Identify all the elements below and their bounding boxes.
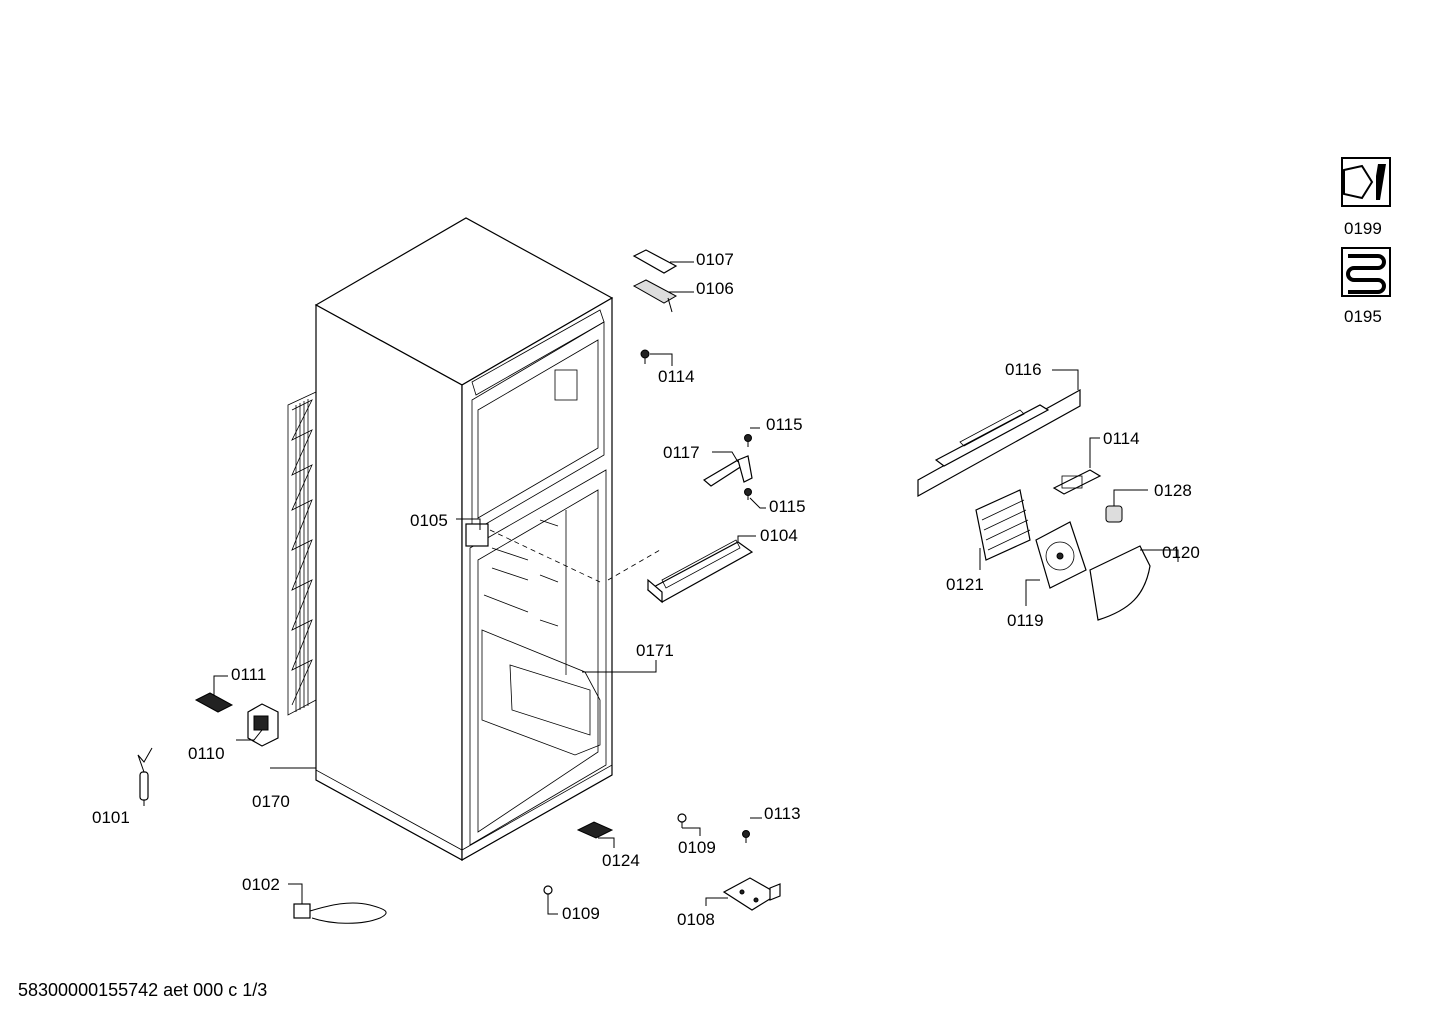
foot-0124 [576, 821, 614, 839]
hinge-bracket-0117 [702, 455, 753, 487]
fridge-cabinet [314, 217, 614, 862]
label-0115-lower: 0115 [769, 497, 806, 516]
label-0116: 0116 [1005, 360, 1042, 379]
label-0101: 0101 [92, 808, 130, 827]
sensor-0101 [137, 747, 153, 801]
bracket-0105 [465, 523, 489, 547]
label-0195: 0195 [1344, 307, 1382, 326]
condenser-coil [287, 391, 317, 716]
screw-0114-top [640, 349, 650, 364]
cover-0120 [1089, 545, 1151, 621]
label-0105: 0105 [410, 511, 448, 530]
control-panel-0116 [917, 388, 1081, 498]
label-0102: 0102 [242, 875, 280, 894]
label-0108: 0108 [677, 910, 715, 929]
hinge-cover-0107 [632, 249, 678, 274]
label-0115-upper: 0115 [766, 415, 803, 434]
label-0107: 0107 [696, 250, 734, 269]
hinge-0106 [632, 279, 678, 313]
label-0171: 0171 [636, 641, 674, 660]
label-0124: 0124 [602, 851, 640, 870]
fan-0119 [1035, 521, 1087, 589]
label-0121: 0121 [946, 575, 984, 594]
bottom-hinge-0108 [722, 877, 781, 911]
screw-0115-upper [744, 434, 752, 447]
label-0109-upper: 0109 [678, 838, 716, 857]
screw-0113 [742, 830, 750, 843]
label-0111: 0111 [231, 665, 266, 684]
screw-0109-lower [543, 885, 553, 904]
label-0117: 0117 [663, 443, 700, 462]
tools-icon [1341, 157, 1391, 207]
screw-0115-lower [744, 488, 752, 500]
label-0104: 0104 [760, 526, 798, 545]
label-0128: 0128 [1154, 481, 1192, 500]
label-0110: 0110 [188, 744, 225, 763]
label-0114-top: 0114 [658, 367, 695, 386]
label-0170: 0170 [252, 792, 290, 811]
document-footer-code: 58300000155742 aet 000 c 1/3 [18, 980, 268, 1000]
label-0119: 0119 [1007, 611, 1044, 630]
label-0106: 0106 [696, 279, 734, 298]
label-0113: 0113 [764, 804, 801, 823]
label-0120: 0120 [1162, 543, 1200, 562]
control-housing-0104 [646, 539, 754, 604]
clamp-0110 [247, 703, 279, 747]
cover-0111 [194, 692, 234, 713]
label-0114-right: 0114 [1103, 429, 1140, 448]
coil-icon [1341, 247, 1391, 297]
label-0109-lower: 0109 [562, 904, 600, 923]
bracket-0114-right [1052, 469, 1102, 495]
screw-0109-upper [677, 813, 687, 828]
leader-lines [143, 261, 1179, 915]
pad-0128 [1105, 505, 1123, 523]
duct-grille-0121 [975, 489, 1031, 561]
power-cord-0102 [293, 902, 387, 924]
label-0199: 0199 [1344, 219, 1382, 238]
